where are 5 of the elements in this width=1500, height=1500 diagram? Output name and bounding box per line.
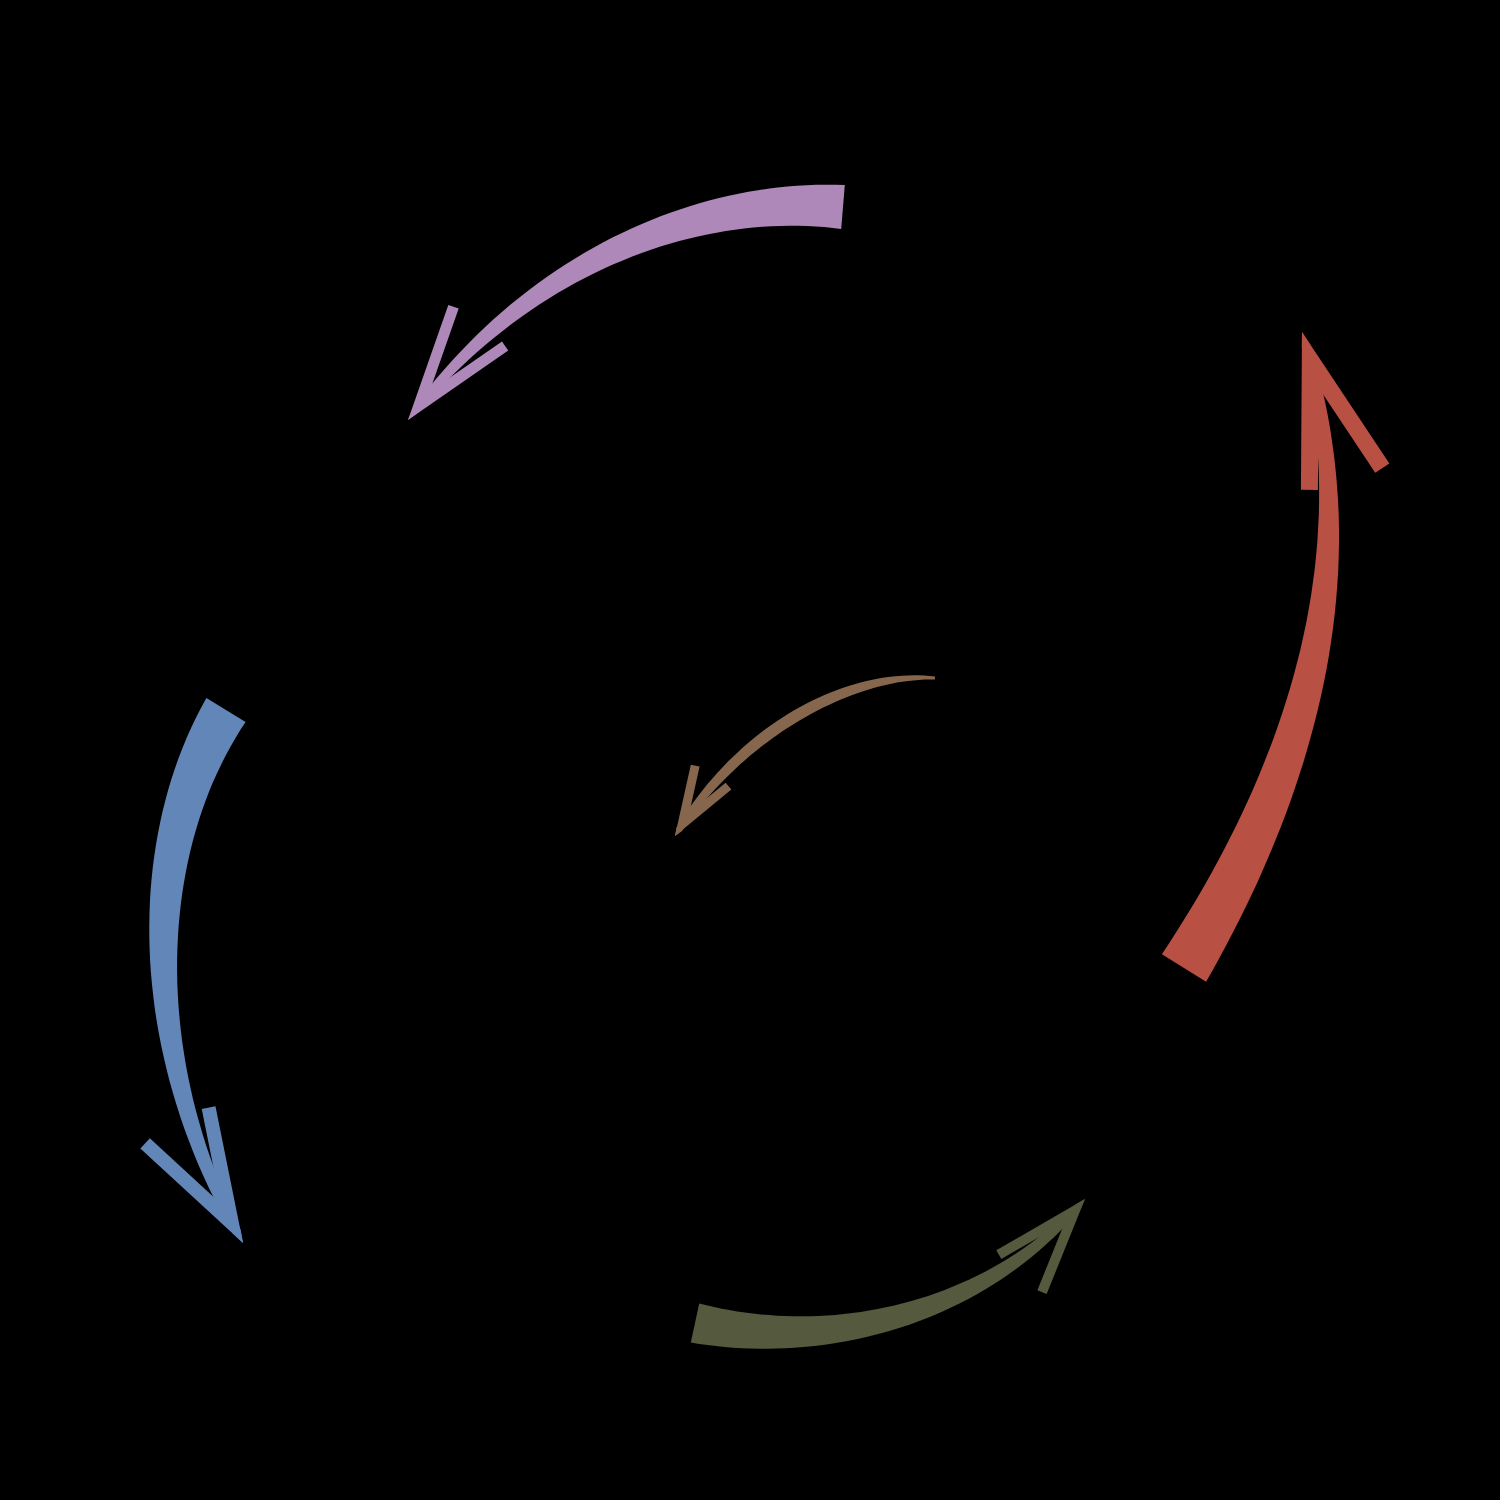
curved-arrow bbox=[408, 184, 845, 420]
curved-arrow bbox=[138, 697, 246, 1243]
curved-arrow bbox=[1161, 332, 1391, 982]
curved-arrow bbox=[675, 675, 936, 836]
curved-arrow bbox=[690, 1199, 1085, 1349]
